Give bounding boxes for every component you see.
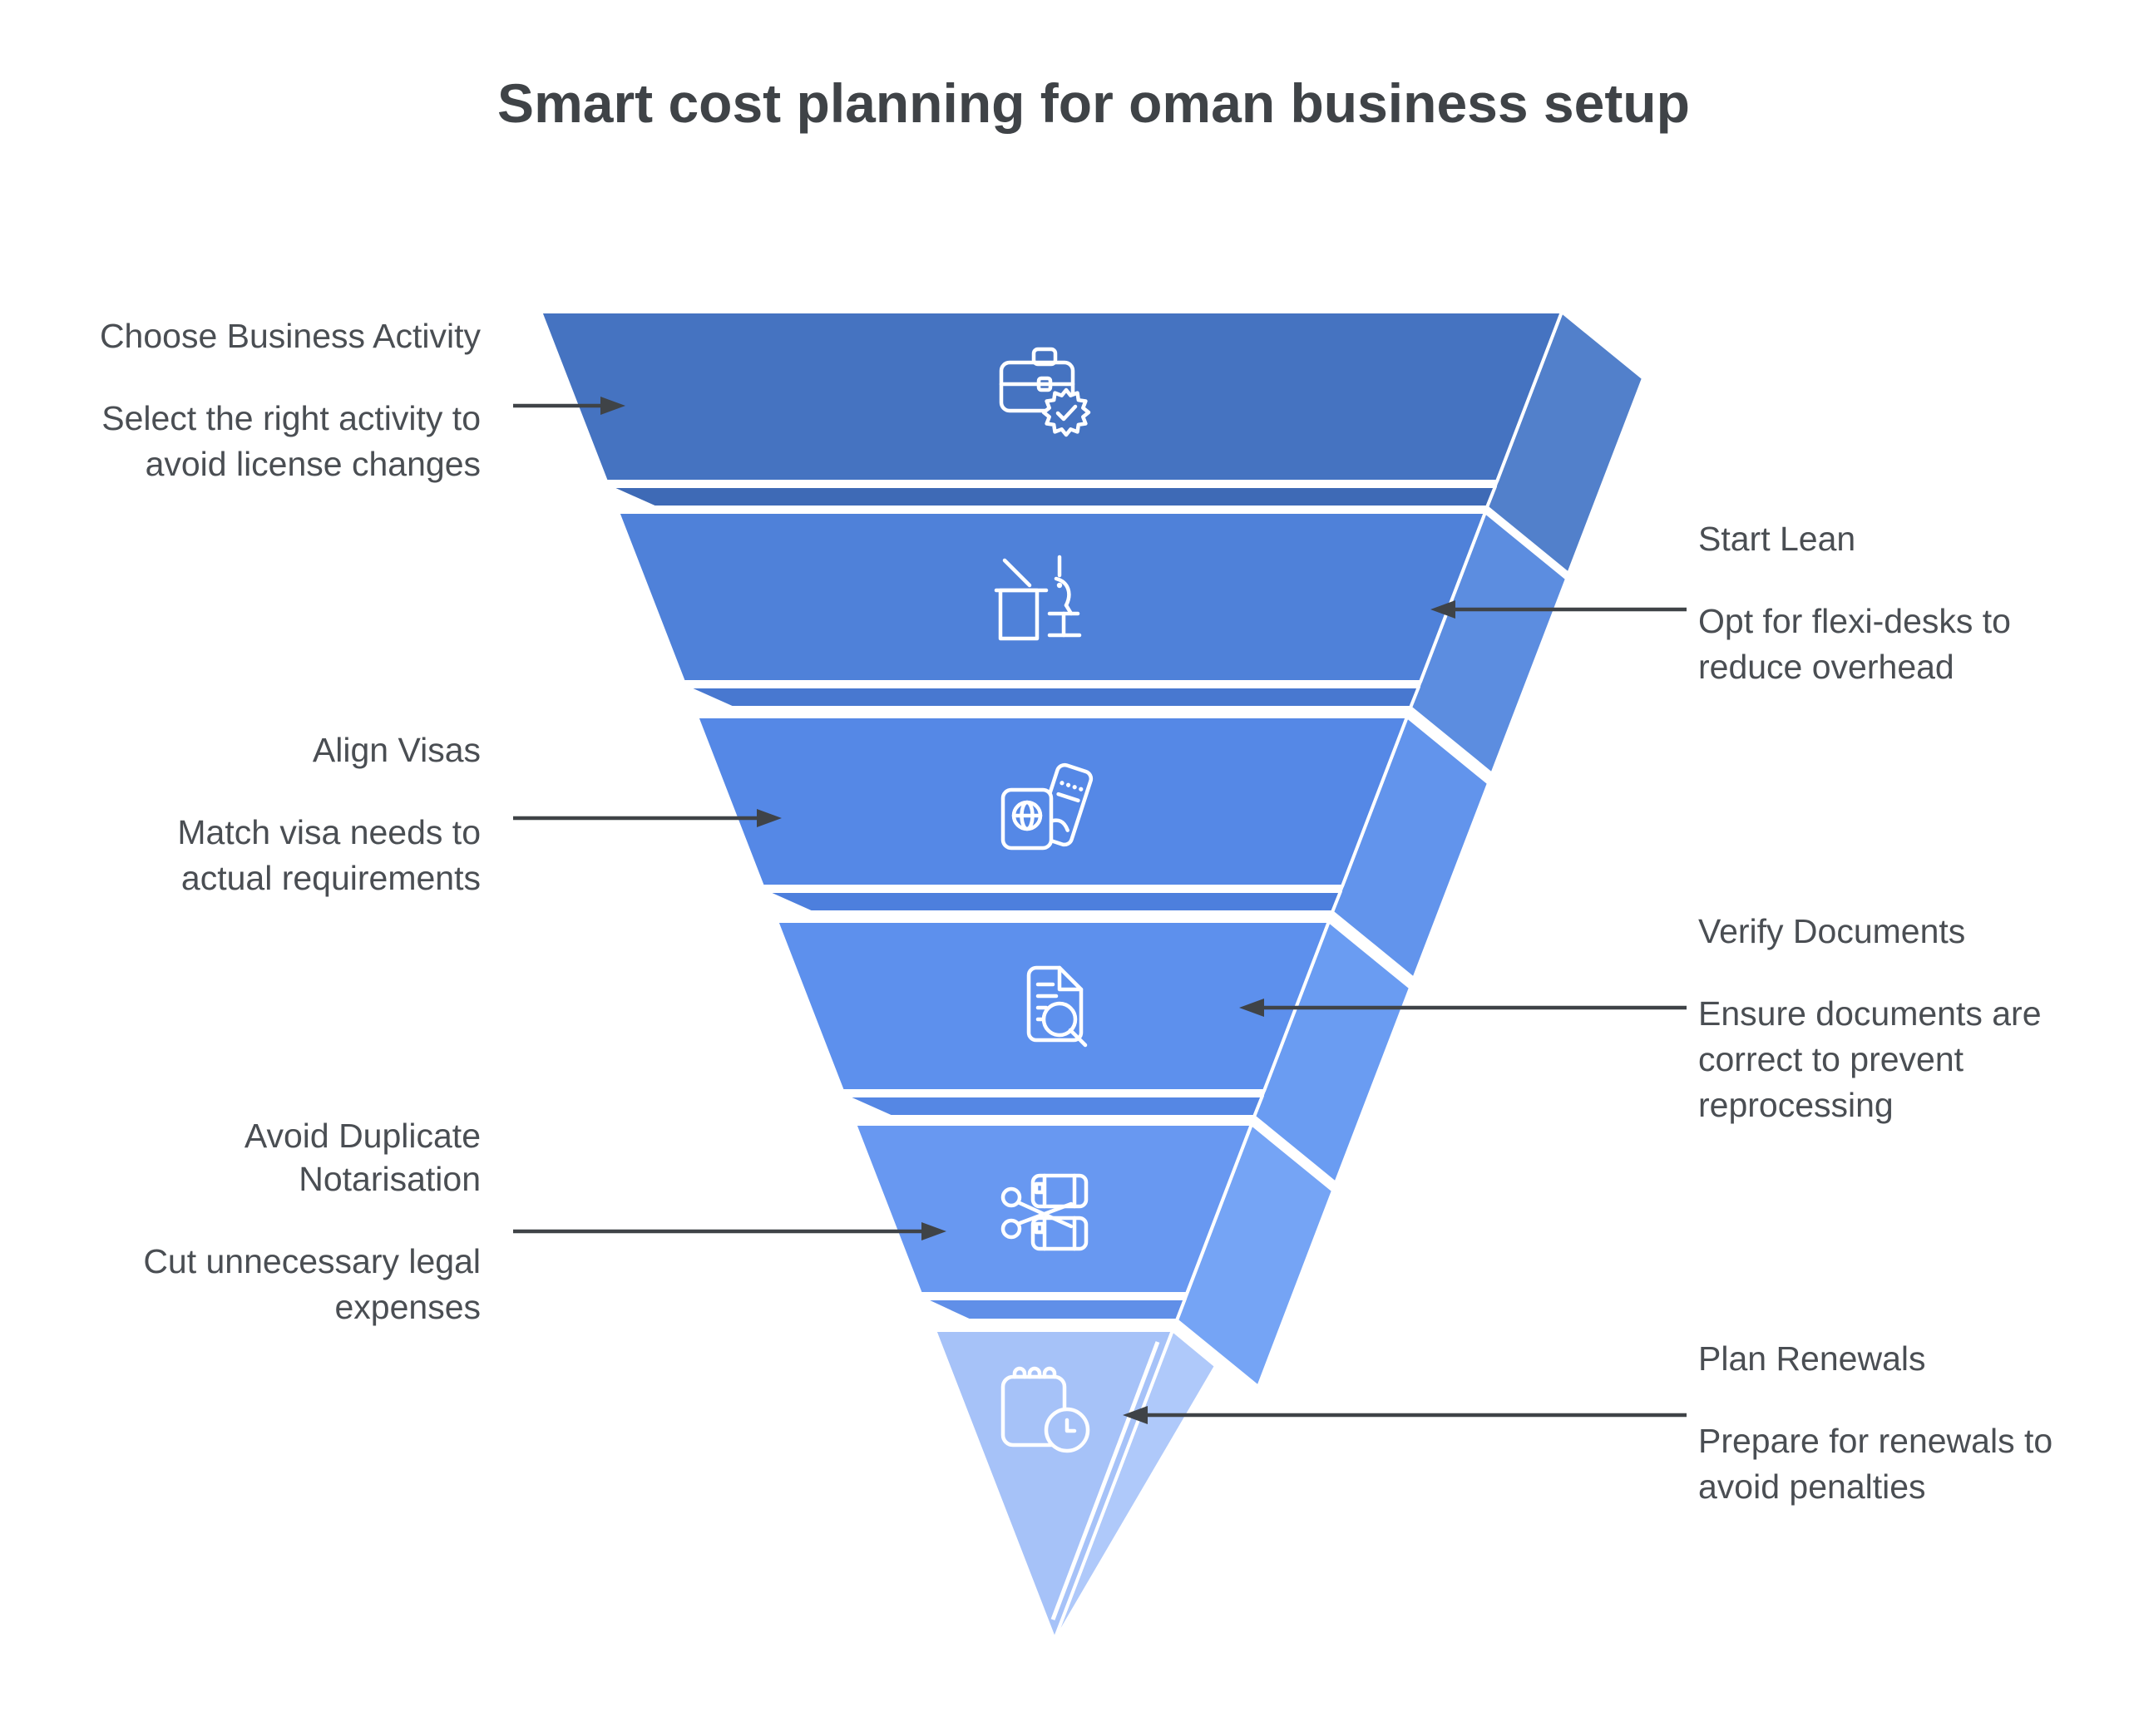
segment-6-face [933, 1329, 1174, 1641]
segment-title: Verify Documents [1698, 912, 1966, 950]
segment-5-bevel [921, 1297, 1187, 1322]
segment-1-face [539, 310, 1563, 483]
segment-label-avoid-duplicate-notarisation: Avoid Duplicate Notarisation Cut unneces… [17, 1114, 481, 1330]
segment-6-edge-line [1050, 1341, 1160, 1620]
segment-3-bevel [763, 890, 1342, 914]
segment-label-verify-documents: Verify Documents Ensure documents are co… [1698, 910, 2114, 1128]
connector-arrows [513, 397, 1687, 1424]
segment-label-start-lean: Start Lean Opt for flexi-desks to reduce… [1698, 517, 2114, 690]
arrow-head-start-lean [1430, 600, 1455, 619]
funnel-segment-6 [933, 1329, 1218, 1641]
segment-title: Avoid Duplicate Notarisation [244, 1117, 481, 1198]
segment-2-bevel [684, 685, 1420, 709]
segment-4-bevel [842, 1094, 1264, 1118]
segment-description: Prepare for renewals to avoid penalties [1698, 1422, 2053, 1506]
arrow-head-choose-business-activity [600, 397, 625, 415]
segment-description: Match visa needs to actual requirements [177, 813, 481, 897]
segment-label-align-visas: Align Visas Match visa needs to actual r… [17, 728, 481, 901]
segment-description: Ensure documents are correct to prevent … [1698, 994, 2042, 1124]
document-search-icon [1026, 965, 1088, 1048]
funnel-segment-2 [616, 510, 1568, 776]
segment-description: Select the right activity to avoid licen… [101, 399, 481, 483]
arrow-head-align-visas [757, 809, 782, 827]
segment-description: Cut unnecessary legal expenses [143, 1242, 481, 1326]
page-title: Smart cost planning for oman business se… [497, 72, 1690, 134]
calendar-clock-icon [1000, 1366, 1090, 1453]
scissors-document-icon [1000, 1173, 1089, 1251]
passport-visa-icon [1000, 762, 1094, 851]
segment-title: Plan Renewals [1698, 1339, 1926, 1378]
arrow-head-avoid-duplicate-notarisation [921, 1222, 946, 1240]
arrow-head-plan-renewals [1123, 1406, 1148, 1424]
funnel-segment-3 [695, 715, 1490, 980]
funnel-segment-4 [775, 920, 1412, 1185]
segment-label-plan-renewals: Plan Renewals Prepare for renewals to av… [1698, 1337, 2114, 1510]
segment-2-face [616, 510, 1487, 683]
flexi-desk-icon [994, 555, 1082, 641]
segment-1-bevel [606, 485, 1497, 509]
segment-description: Opt for flexi-desks to reduce overhead [1698, 602, 2011, 686]
segment-title: Align Visas [312, 731, 481, 769]
segment-title: Start Lean [1698, 520, 1856, 558]
briefcase-check-icon [999, 347, 1091, 437]
segment-title: Choose Business Activity [99, 317, 481, 355]
segment-label-choose-business-activity: Choose Business Activity Select the righ… [17, 314, 481, 487]
funnel-segment-5 [853, 1122, 1335, 1388]
funnel-segment-1 [539, 310, 1645, 575]
arrow-head-verify-documents [1239, 999, 1264, 1017]
